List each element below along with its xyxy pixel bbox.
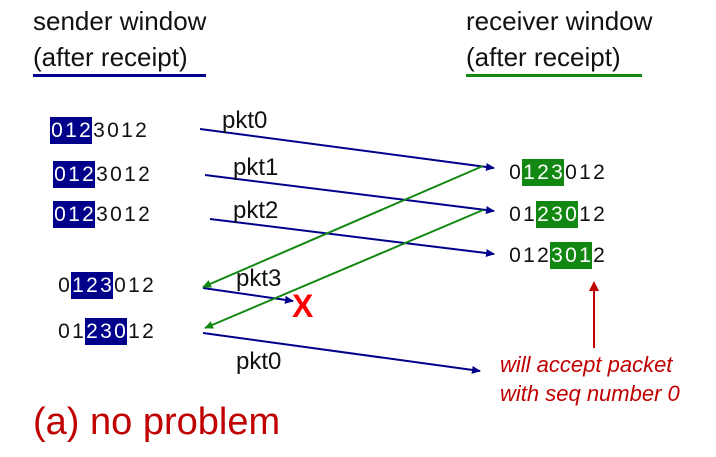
window-seq-digit: 2 — [85, 272, 99, 299]
pkt-label-3: pkt3 — [236, 265, 282, 292]
receiver-title-underline — [466, 74, 642, 77]
window-seq-digit: 2 — [81, 201, 95, 228]
pkt-label-4: pkt0 — [236, 348, 282, 375]
pkt0-resend-arrow — [202, 332, 481, 374]
seq-digit: 1 — [124, 163, 136, 186]
seq-digit: 2 — [138, 203, 150, 226]
window-seq-digit: 1 — [578, 242, 592, 269]
seq-digit: 0 — [58, 320, 70, 343]
seq-digit: 3 — [96, 163, 108, 186]
window-seq-digit: 3 — [550, 159, 564, 186]
receiver-title-line2: (after receipt) — [466, 42, 621, 72]
sender-title-line2: (after receipt) — [33, 42, 188, 72]
seq-digit: 1 — [523, 244, 535, 267]
pkt-label-2: pkt2 — [233, 197, 279, 224]
seq-digit: 0 — [509, 244, 521, 267]
sender-title-underline — [33, 74, 206, 77]
window-seq-digit: 2 — [536, 201, 550, 228]
seq-digit: 0 — [58, 274, 70, 297]
packet-loss-x-icon: X — [292, 288, 314, 324]
seq-digit: 2 — [142, 320, 154, 343]
note-line1: will accept packet — [500, 352, 673, 377]
seq-digit: 2 — [138, 163, 150, 186]
seq-digit: 0 — [509, 203, 521, 226]
window-seq-digit: 3 — [550, 201, 564, 228]
sender-title-line1: sender window — [33, 6, 207, 36]
seq-digit: 2 — [537, 244, 549, 267]
seq-digit: 3 — [96, 203, 108, 226]
window-seq-digit: 2 — [81, 161, 95, 188]
seq-digit: 1 — [124, 203, 136, 226]
receiver-title-line1: receiver window — [466, 6, 653, 36]
note-line2: with seq number 0 — [500, 381, 680, 406]
seq-digit: 0 — [110, 203, 122, 226]
seq-digit: 3 — [93, 119, 105, 142]
seq-digit: 1 — [128, 274, 140, 297]
pkt1-arrow — [204, 174, 495, 214]
ack1-arrow — [204, 209, 484, 329]
window-seq-digit: 0 — [564, 242, 578, 269]
window-seq-digit: 1 — [67, 201, 81, 228]
window-seq-digit: 0 — [50, 117, 64, 144]
window-seq-digit: 1 — [64, 117, 78, 144]
seq-digit: 2 — [593, 203, 605, 226]
seq-digit: 0 — [107, 119, 119, 142]
window-seq-digit: 2 — [78, 117, 92, 144]
seq-digit: 1 — [128, 320, 140, 343]
window-seq-digit: 0 — [564, 201, 578, 228]
window-seq-digit: 1 — [522, 159, 536, 186]
window-seq-digit: 2 — [85, 318, 99, 345]
seq-digit: 0 — [110, 163, 122, 186]
seq-digit: 2 — [593, 244, 605, 267]
seq-digit: 1 — [72, 320, 84, 343]
window-seq-digit: 0 — [53, 201, 67, 228]
seq-digit: 1 — [523, 203, 535, 226]
window-seq-digit: 3 — [99, 272, 113, 299]
seq-digit: 0 — [509, 161, 521, 184]
seq-digit: 1 — [579, 203, 591, 226]
seq-digit: 0 — [114, 274, 126, 297]
pkt-label-1: pkt1 — [233, 154, 279, 181]
window-seq-digit: 0 — [113, 318, 127, 345]
window-seq-digit: 3 — [99, 318, 113, 345]
seq-digit: 2 — [142, 274, 154, 297]
pkt3-arrow — [202, 287, 294, 304]
pkt-label-0: pkt0 — [222, 107, 268, 134]
window-seq-digit: 1 — [67, 161, 81, 188]
pkt2-arrow — [209, 218, 495, 257]
window-seq-digit: 3 — [550, 242, 564, 269]
window-seq-digit: 1 — [71, 272, 85, 299]
window-seq-digit: 0 — [53, 161, 67, 188]
ack0-arrow — [202, 165, 484, 288]
seq-digit: 1 — [121, 119, 133, 142]
seq-digit: 0 — [565, 161, 577, 184]
seq-digit: 2 — [593, 161, 605, 184]
caption: (a) no problem — [33, 401, 281, 443]
seq-digit: 2 — [135, 119, 147, 142]
window-seq-digit: 2 — [536, 159, 550, 186]
seq-digit: 1 — [579, 161, 591, 184]
pkt0-arrow — [199, 128, 495, 171]
